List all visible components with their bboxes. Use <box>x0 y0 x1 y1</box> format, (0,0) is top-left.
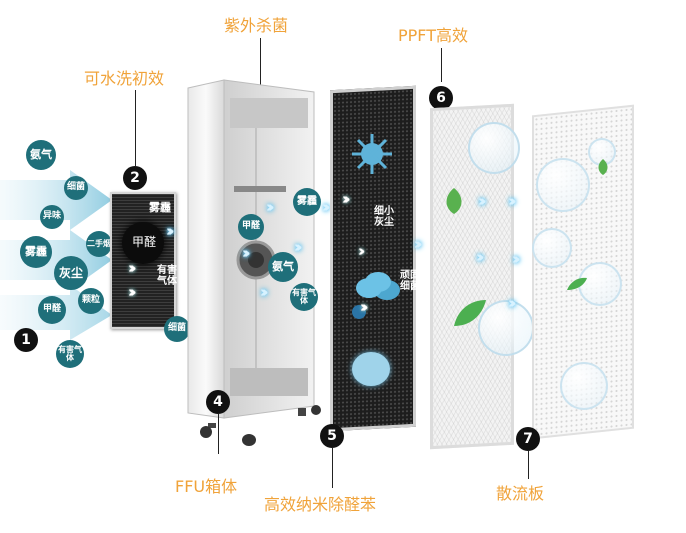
callout-number-5: 5 <box>320 424 344 448</box>
virus-icon <box>350 132 394 180</box>
bacteria-cluster-icon <box>365 272 391 292</box>
stage3-arrows-4: ››› <box>260 283 268 301</box>
stage2-arrows-1: ››› <box>128 259 136 277</box>
stage6-arrows-3: ››› <box>508 192 516 210</box>
stage3-formaldehyde-bubble: 甲醛 <box>238 214 264 240</box>
pollutant-secondhand-smoke: 二手烟 <box>86 231 112 257</box>
callout-label-2: 可水洗初效 <box>84 69 165 88</box>
diffuser-bubble-2 <box>532 228 572 268</box>
stage5-germs-label: 顽固细菌 <box>400 270 420 292</box>
callout-number-6: 6 <box>429 86 453 110</box>
stage5-arrows-3: ››› <box>360 298 368 316</box>
dust-particle-icon <box>352 305 366 319</box>
callout-line-5 <box>332 448 333 488</box>
ppft-bubble-1 <box>468 122 520 174</box>
callout-line-2 <box>135 90 136 166</box>
callout-label-5: 高效纳米除醛苯 <box>264 495 377 514</box>
pollutant-haze: 雾霾 <box>20 236 52 268</box>
stage3-ammonia-bubble: 氨气 <box>268 252 298 282</box>
pollutant-harmful-gas: 有害气体 <box>56 340 84 368</box>
stage2-bacteria-bubble: 细菌 <box>164 316 190 342</box>
callout-number-2: 2 <box>123 166 147 190</box>
stage3-arrows-2: ››› <box>242 244 250 262</box>
pollutant-bacteria: 细菌 <box>64 176 88 200</box>
callout-label-4: FFU箱体 <box>175 477 238 496</box>
caster-wheel-2 <box>242 434 256 446</box>
germ-blob-icon <box>352 352 390 386</box>
leaf-icon-2 <box>442 186 466 220</box>
callout-label-6: PPFT高效 <box>398 26 468 45</box>
caster-wheel <box>200 426 212 438</box>
diffuser-bubble-4 <box>560 362 608 410</box>
stage6-arrows-4: ››› <box>512 250 520 268</box>
callout-label-3: 紫外杀菌 <box>224 16 289 35</box>
pollutant-dust: 灰尘 <box>54 256 88 290</box>
pollutant-ammonia: 氨气 <box>26 140 56 170</box>
ffu-cabinet <box>186 78 326 439</box>
stage2-arrows-out: ››› <box>166 222 174 240</box>
diffuser-bubble-1 <box>536 158 590 212</box>
pollutant-formaldehyde: 甲醛 <box>38 296 66 324</box>
callout-line-4 <box>218 414 219 454</box>
stage5-arrows-2: ›› <box>358 242 366 260</box>
leaf-icon-4 <box>566 276 588 296</box>
callout-number-4: 4 <box>206 390 230 414</box>
stage2-formaldehyde-label: 甲醛 <box>131 235 156 249</box>
callout-number-7: 7 <box>516 427 540 451</box>
stage6-arrows-5: ››› <box>508 294 516 312</box>
callout-line-6 <box>441 48 442 82</box>
leaf-icon-3 <box>452 298 488 332</box>
stage3-gas-bubble: 有害气体 <box>290 283 318 311</box>
stage2-gas-label: 有害气体 <box>157 265 177 287</box>
stage3-arrows-3: ››› <box>294 238 302 256</box>
leaf-icon-5 <box>596 158 610 180</box>
stage2-haze-label: 雾霾 <box>149 201 171 214</box>
stage3-arrows-5: ››› <box>322 198 330 216</box>
stage3-haze-bubble: 雾霾 <box>293 188 321 216</box>
stage5-arrows-1: ››› <box>342 190 350 208</box>
pollutant-odor: 异味 <box>40 205 64 229</box>
ppft-bubble-2 <box>478 300 534 356</box>
callout-label-7: 散流板 <box>496 484 545 503</box>
formaldehyde-blob <box>122 222 164 264</box>
callout-number-1: 1 <box>14 328 38 352</box>
stage3-arrows-1: ››› <box>266 198 274 216</box>
callout-line-7 <box>528 451 529 479</box>
stage2-arrows-2: ››› <box>128 283 136 301</box>
caster-wheel-3 <box>311 405 321 415</box>
stage6-arrows-2: ››› <box>476 248 484 266</box>
stage5-arrows-out: ››› <box>414 235 422 253</box>
stage5-dust-label: 细小灰尘 <box>374 206 394 228</box>
pollutant-particles: 颗粒 <box>78 288 104 314</box>
stage6-arrows-1: ››› <box>478 192 486 210</box>
